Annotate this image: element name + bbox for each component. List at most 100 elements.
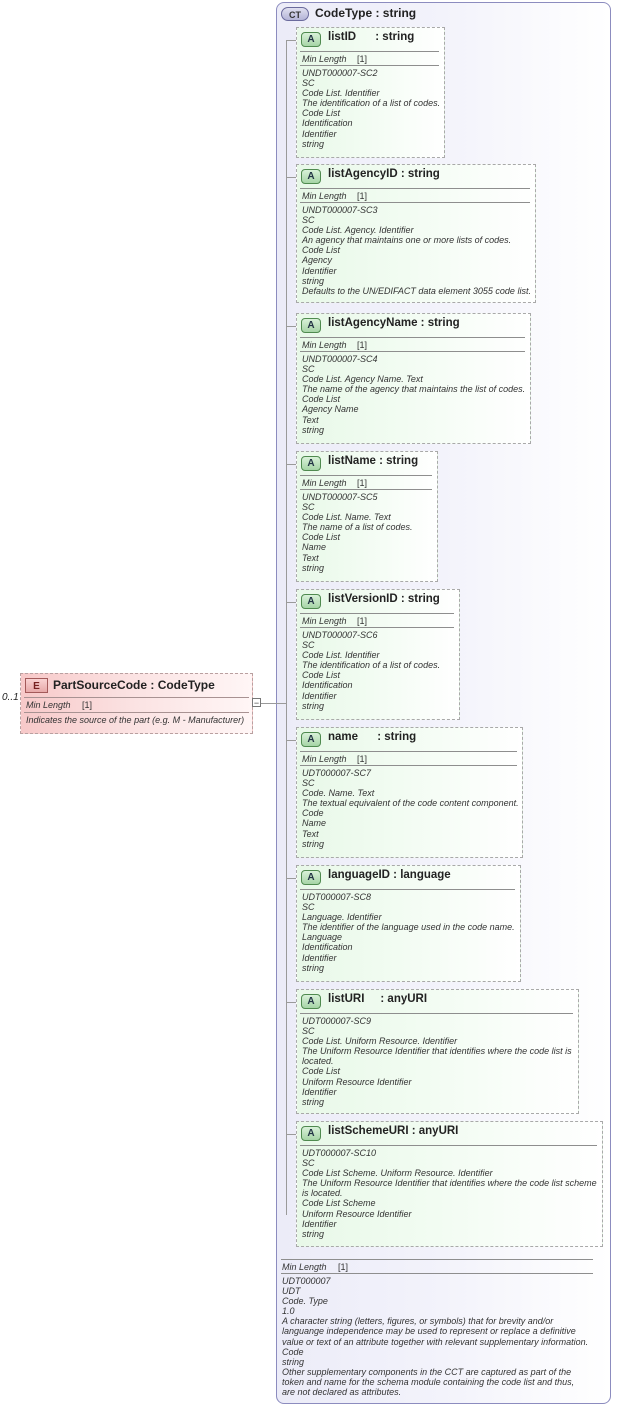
documentation-line: string [302,962,325,973]
documentation-line: Identification [302,118,353,129]
documentation-line: SC [302,1158,315,1169]
attribute-separator [300,351,525,352]
attribute-min-length-label: Min Length [302,340,347,350]
documentation-line: Code List. Identifier [302,88,380,99]
documentation-line: The identification of a list of codes. [302,98,441,109]
attribute-box[interactable] [296,164,536,303]
documentation-line: UDT [282,1286,301,1297]
attribute-min-length-label: Min Length [302,478,347,488]
attribute-box[interactable] [296,989,579,1114]
documentation-line: string [302,1096,325,1107]
documentation-line: SC [302,778,315,789]
documentation-line: Identifier [302,128,337,139]
documentation-line: Identifier [302,1086,337,1097]
documentation-line: 1.0 [282,1306,295,1317]
attribute-separator [300,489,432,490]
connector-branch [286,740,296,741]
documentation-line: are not declared as attributes. [282,1387,402,1398]
attribute-separator [300,65,439,66]
documentation-line: UNDT000007-SC2 [302,68,378,78]
documentation-line: Code List [302,108,341,119]
documentation-line: SC [302,502,315,513]
documentation-line: Code List Scheme. Uniform Resource. Iden… [302,1168,493,1179]
element-min-length-value: [1] [82,700,93,710]
documentation-line: string [302,138,325,149]
attribute-box[interactable] [296,589,460,720]
documentation-line: string [302,838,325,849]
documentation-line: The textual equivalent of the code conte… [302,798,519,809]
documentation-line: string [302,275,325,286]
attribute-title: listAgencyID : string [328,168,440,180]
documentation-line: Name [302,542,327,553]
attribute-separator [300,202,530,203]
element-box[interactable] [20,673,253,734]
attribute-badge: A [301,1126,321,1141]
attribute-badge: A [301,456,321,471]
attribute-separator [300,765,517,766]
collapse-toggle[interactable]: − [252,698,261,708]
attribute-separator [300,337,525,338]
documentation-line: The identifier of the language used in t… [302,922,515,933]
documentation-line: UNDT000007-SC5 [302,492,378,502]
documentation-line: string [302,562,325,573]
documentation-line: Code List. Agency Name. Text [302,374,423,385]
element-badge: E [25,678,48,693]
documentation-line: Code List [302,1066,341,1077]
documentation-line: Text [302,414,319,425]
documentation-line: SC [302,902,315,913]
documentation-line: SC [302,215,315,226]
documentation-line: Code. Type [282,1296,328,1307]
element-separator [24,712,249,713]
documentation-line: is located. [302,1188,343,1199]
documentation-line: Code List. Identifier [302,650,380,661]
connector-branch [286,326,296,327]
attribute-box[interactable] [296,313,531,444]
documentation-line: languange independence may be used to re… [282,1326,576,1337]
connector-line [261,703,286,704]
documentation-line: Identifier [302,265,337,276]
attribute-separator [300,751,517,752]
documentation-line: The identification of a list of codes. [302,660,441,671]
attribute-min-length-label: Min Length [302,616,347,626]
connector-branch [286,602,296,603]
attribute-box[interactable] [296,865,521,982]
documentation-line: The name of the agency that maintains th… [302,384,526,395]
documentation-line: Code. Name. Text [302,788,375,799]
documentation-line: Code List [302,394,341,405]
attribute-box[interactable] [296,727,523,858]
footer-separator [281,1273,593,1274]
attribute-min-length-value: [1] [357,616,368,626]
attribute-title: listName : string [328,455,419,467]
documentation-line: Code [302,808,324,819]
attribute-min-length-label: Min Length [302,54,347,64]
documentation-line: Code List Scheme [302,1198,376,1209]
documentation-line: located. [302,1056,334,1067]
attribute-separator [300,475,432,476]
attribute-badge: A [301,994,321,1009]
documentation-line: Uniform Resource Identifier [302,1208,412,1219]
documentation-line: Identifier [302,952,337,963]
documentation-line: Code List. Agency. Identifier [302,225,414,236]
attribute-title: name : string [328,731,417,743]
attribute-min-length-value: [1] [357,54,368,64]
connector-branch [286,1134,296,1135]
documentation-line: string [282,1356,305,1367]
documentation-line: Text [302,828,319,839]
attribute-box[interactable] [296,27,445,158]
documentation-line: SC [302,364,315,375]
documentation-line: Identification [302,680,353,691]
documentation-line: The name of a list of codes. [302,522,413,533]
attribute-min-length-value: [1] [357,191,368,201]
documentation-line: SC [302,640,315,651]
attribute-box[interactable] [296,1121,603,1247]
attribute-badge: A [301,169,321,184]
documentation-line: Code [282,1346,304,1357]
attribute-box[interactable] [296,451,438,582]
attribute-min-length-value: [1] [357,754,368,764]
documentation-line: Name [302,818,327,829]
